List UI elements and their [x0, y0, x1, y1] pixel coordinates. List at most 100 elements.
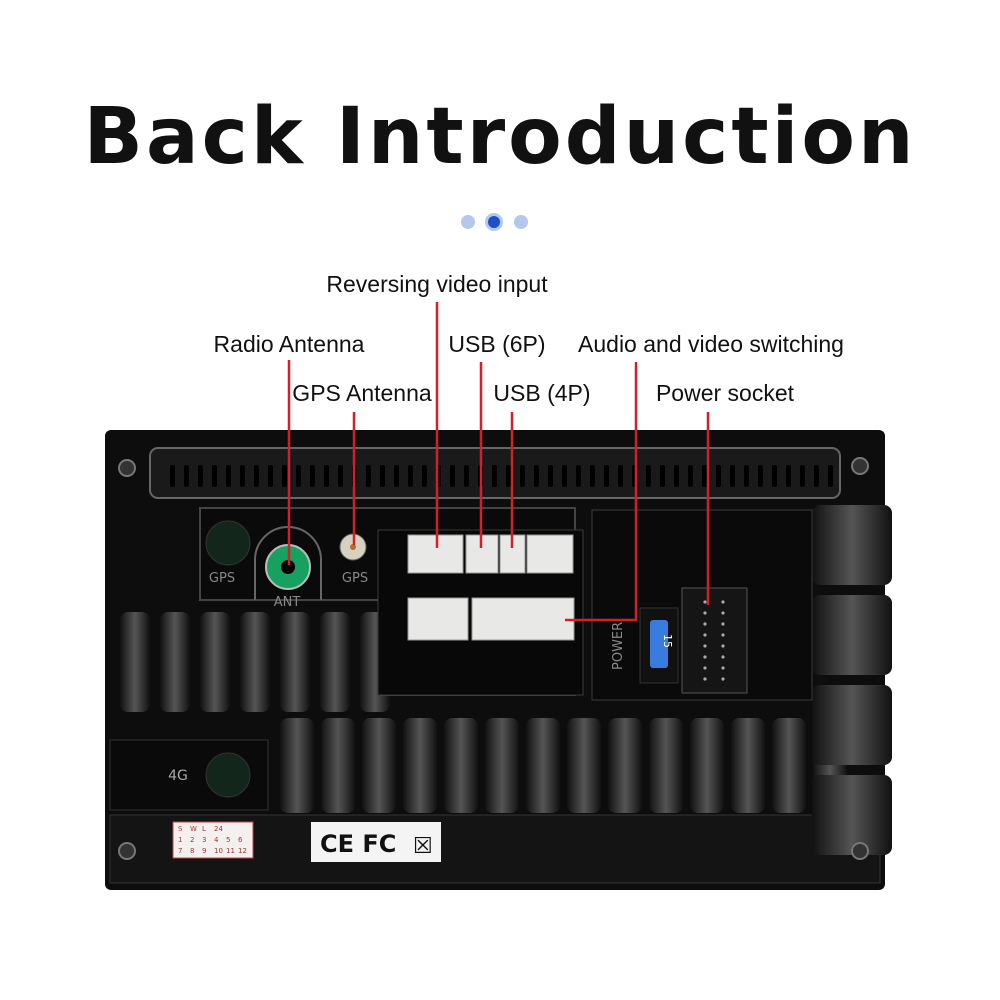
fin	[240, 612, 270, 712]
vent-slot	[226, 465, 231, 487]
fin	[649, 718, 683, 813]
label-usb-4p: USB (4P)	[493, 380, 591, 406]
vent-slot	[702, 465, 707, 487]
vent-slot	[464, 465, 469, 487]
sticker-cell: 24	[214, 825, 223, 833]
vent-slot	[254, 465, 259, 487]
pin	[721, 633, 725, 637]
screw-icon	[851, 457, 869, 475]
vent-slot	[590, 465, 595, 487]
fin	[526, 718, 560, 813]
fin	[200, 612, 230, 712]
side-fin	[812, 505, 892, 585]
fin	[485, 718, 519, 813]
vent-slot	[800, 465, 805, 487]
sticker-cell: 6	[238, 836, 243, 844]
4g-text: 4G	[168, 768, 188, 784]
leader-lines	[287, 302, 710, 622]
vent-slot	[380, 465, 385, 487]
vent-slot	[506, 465, 511, 487]
side-fin	[812, 685, 892, 765]
vent-slot	[240, 465, 245, 487]
vent-slot	[212, 465, 217, 487]
vent-slot	[814, 465, 819, 487]
sticker-cell: 5	[226, 836, 230, 844]
sticker-cell: 8	[190, 847, 194, 855]
usb-connectors	[407, 534, 575, 641]
gps-left-text: GPS	[209, 571, 235, 586]
vent-slot	[730, 465, 735, 487]
vent-slot	[408, 465, 413, 487]
vent-slot	[268, 465, 273, 487]
label-reversing-video-input: Reversing video input	[326, 271, 548, 297]
side-fin	[812, 595, 892, 675]
vent-slot	[604, 465, 609, 487]
vent-slot	[646, 465, 651, 487]
pin	[721, 600, 725, 604]
screw-icon	[851, 842, 869, 860]
pin	[703, 611, 707, 615]
vent-slot	[520, 465, 525, 487]
vent-slot	[716, 465, 721, 487]
label-audio-video-switching: Audio and video switching	[578, 331, 844, 357]
pagination-dot-3[interactable]	[514, 215, 528, 229]
fin	[690, 718, 724, 813]
fin	[608, 718, 642, 813]
fin	[731, 718, 765, 813]
screw-icon	[118, 842, 136, 860]
fin	[772, 718, 806, 813]
sticker-cell: L	[202, 825, 206, 833]
vent-slot	[394, 465, 399, 487]
vent-slot	[184, 465, 189, 487]
vent-slot	[282, 465, 287, 487]
power-text: POWER	[611, 622, 626, 670]
certification-label	[311, 822, 441, 862]
vent-slot	[198, 465, 203, 487]
pin	[703, 644, 707, 648]
heatsink-fins	[120, 505, 892, 855]
vent-slot	[170, 465, 175, 487]
pagination-dot-2-active[interactable]	[488, 216, 500, 228]
pin	[703, 633, 707, 637]
top-vent-slots	[170, 465, 833, 487]
line-audio-video	[565, 362, 638, 622]
sticker-cell: 3	[202, 836, 206, 844]
fin	[362, 718, 396, 813]
vent-slot	[576, 465, 581, 487]
pagination-dot-1[interactable]	[461, 215, 475, 229]
fin	[280, 612, 310, 712]
vent-slot	[786, 465, 791, 487]
fin	[567, 718, 601, 813]
pin	[721, 644, 725, 648]
fuse-rating: 15	[661, 634, 674, 648]
weee-bin-icon: ☒	[413, 833, 433, 858]
pin	[703, 655, 707, 659]
vent-slot	[422, 465, 427, 487]
sticker-cell: 2	[190, 836, 194, 844]
reversing-video-connector	[407, 534, 464, 574]
screw-icon	[118, 459, 136, 477]
vent-slot	[744, 465, 749, 487]
connector-4	[526, 534, 574, 574]
vent-slot	[660, 465, 665, 487]
vent-slot	[534, 465, 539, 487]
pin	[721, 622, 725, 626]
label-radio-antenna: Radio Antenna	[213, 331, 365, 357]
vent-slot	[324, 465, 329, 487]
fin	[160, 612, 190, 712]
connector-5	[407, 597, 469, 641]
sticker-cell: 10	[214, 847, 223, 855]
label-usb-6p: USB (6P)	[448, 331, 546, 357]
sticker-cell: 11	[226, 847, 235, 855]
fin	[280, 718, 314, 813]
screws	[118, 457, 869, 860]
vent-slot	[562, 465, 567, 487]
pin	[703, 622, 707, 626]
audio-video-connector	[471, 597, 575, 641]
vent-slot	[758, 465, 763, 487]
vent-slot	[450, 465, 455, 487]
vent-slot	[492, 465, 497, 487]
sticker-cell: 1	[178, 836, 182, 844]
vent-slot	[674, 465, 679, 487]
vent-slot	[688, 465, 693, 487]
